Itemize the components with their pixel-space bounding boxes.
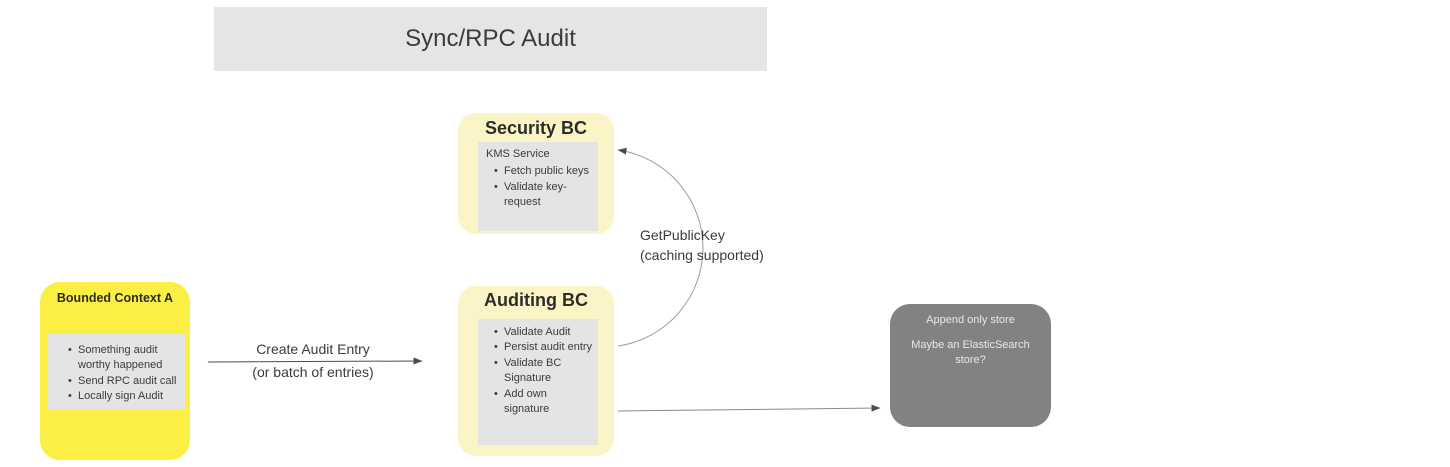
append-store-node: Append only store Maybe an ElasticSearch… [890,304,1051,427]
security-bc-bullet-list: Fetch public keysValidate key-request [478,162,598,210]
list-item: Validate key-request [494,180,594,211]
bounded-context-a-panel: Something audit worthy happenedSend RPC … [48,334,185,409]
list-item: Something audit worthy happened [68,343,181,374]
auditing-bc-bullet-list: Validate AuditPersist audit entryValidat… [478,323,598,417]
kms-service-heading: KMS Service [486,148,550,160]
auditing-bc-node: Auditing BC Validate AuditPersist audit … [458,286,614,456]
security-bc-title: Security BC [484,118,588,138]
auditing-bc-panel: Validate AuditPersist audit entryValidat… [478,319,598,445]
bounded-context-a-title: Bounded Context A [56,291,174,305]
list-item: Validate BC Signature [494,356,594,387]
security-bc-panel: KMS Service Fetch public keysValidate ke… [478,142,598,231]
bounded-context-a-bullet-list: Something audit worthy happenedSend RPC … [48,341,185,405]
list-item: Locally sign Audit [68,389,181,405]
list-item: Persist audit entry [494,340,594,356]
create-audit-entry-sublabel: (or batch of entries) [252,364,374,380]
bounded-context-a-node: Bounded Context A Something audit worthy… [40,282,190,460]
auditing-bc-title: Auditing BC [484,290,588,310]
list-item: Fetch public keys [494,164,594,180]
list-item: Add own signature [494,387,594,418]
edge-to-append-store [617,404,881,412]
create-audit-entry-label: Create Audit Entry [256,341,370,357]
get-public-key-label: GetPublicKey (caching supported) [640,225,764,265]
get-public-key-label-line2: (caching supported) [640,247,764,263]
edge-create-audit-entry [207,357,423,365]
security-bc-node: Security BC KMS Service Fetch public key… [458,113,614,234]
title-banner: Sync/RPC Audit [214,7,767,71]
get-public-key-label-line1: GetPublicKey [640,227,725,243]
append-store-note: Maybe an ElasticSearch store? [911,339,1030,366]
list-item: Validate Audit [494,325,594,341]
append-store-title: Append only store [926,314,1015,326]
diagram-title: Sync/RPC Audit [405,25,576,52]
list-item: Send RPC audit call [68,374,181,390]
